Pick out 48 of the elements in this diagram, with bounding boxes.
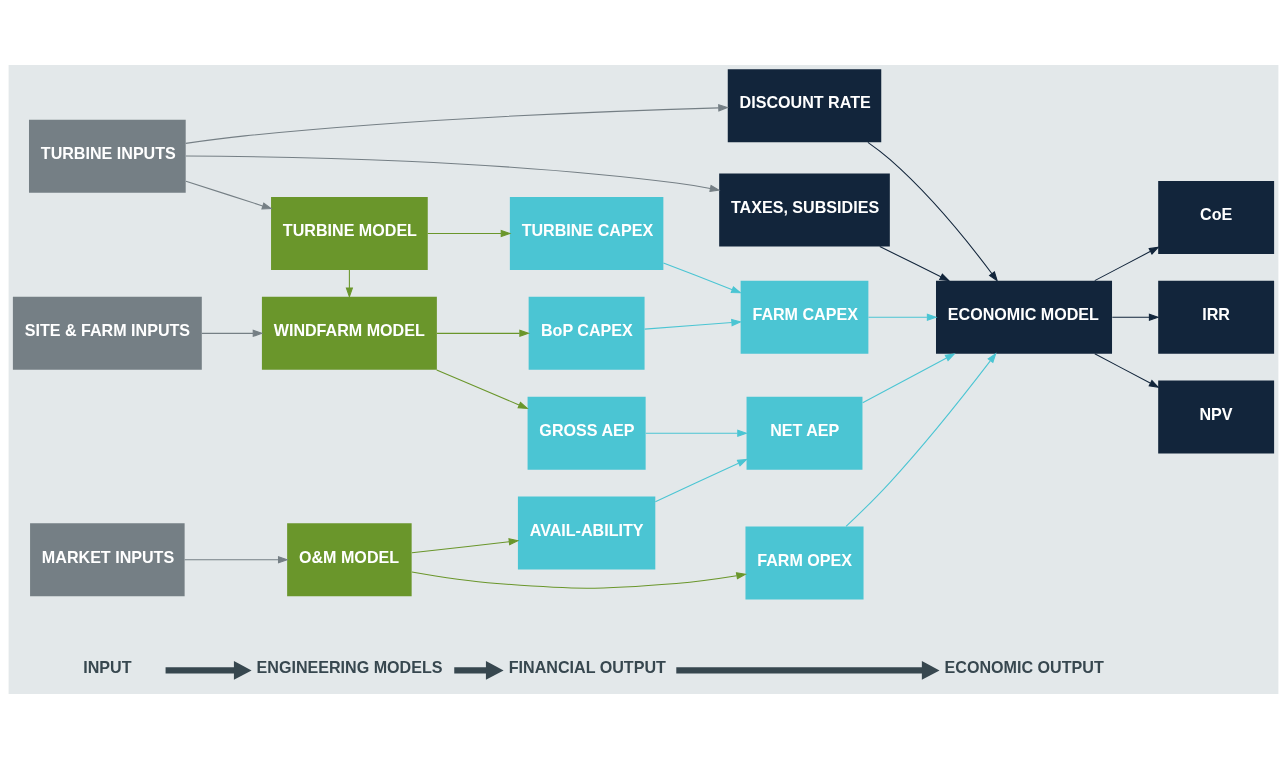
arrow bbox=[165, 660, 252, 680]
arrow bbox=[862, 352, 956, 403]
node-box: NPV bbox=[1158, 380, 1275, 454]
arrow bbox=[1111, 313, 1160, 321]
arrow bbox=[185, 103, 729, 144]
node-text: ENGINEERING MODELS bbox=[256, 657, 443, 676]
arrow bbox=[436, 329, 531, 337]
node-text: INPUT bbox=[83, 657, 132, 676]
arrow bbox=[436, 368, 529, 409]
node-box: NET AEP bbox=[746, 396, 863, 470]
node-box: SITE & FARM INPUTS bbox=[12, 296, 202, 370]
node-box: FARM CAPEX bbox=[740, 280, 869, 354]
arrow bbox=[644, 318, 743, 330]
node-box: MARKET INPUTS bbox=[30, 522, 185, 596]
node-box: TURBINE INPUTS bbox=[29, 119, 186, 193]
arrow bbox=[662, 261, 742, 293]
node-box: TAXES, SUBSIDIES bbox=[719, 172, 890, 246]
arrow bbox=[411, 570, 747, 589]
arrow bbox=[645, 428, 748, 437]
node-box: DISCOUNT RATE bbox=[727, 68, 882, 142]
arrow bbox=[879, 245, 951, 281]
node-box: CoE bbox=[1158, 180, 1275, 254]
arrow bbox=[201, 329, 264, 337]
node-box: IRR bbox=[1158, 280, 1275, 354]
arrow bbox=[185, 154, 721, 192]
node-box: TURBINE CAPEX bbox=[509, 196, 664, 270]
node-box: ECONOMIC MODEL bbox=[936, 280, 1113, 354]
node-box: WINDFARM MODEL bbox=[261, 296, 437, 370]
node-box: TURBINE MODEL bbox=[271, 196, 428, 270]
node-box: GROSS AEP bbox=[527, 396, 646, 470]
node-text: FINANCIAL OUTPUT bbox=[508, 657, 666, 676]
node-box: BoP CAPEX bbox=[528, 296, 645, 370]
arrow bbox=[654, 458, 748, 502]
arrow bbox=[427, 229, 512, 237]
arrow bbox=[845, 352, 997, 527]
arrow bbox=[454, 660, 504, 680]
arrow bbox=[1094, 352, 1160, 388]
node-box: AVAIL-ABILITY bbox=[517, 496, 656, 569]
node-text: ECONOMIC OUTPUT bbox=[944, 657, 1104, 676]
arrow bbox=[184, 555, 289, 564]
arrow bbox=[867, 141, 999, 282]
arrow bbox=[185, 180, 273, 209]
arrow bbox=[867, 313, 938, 321]
node-box: FARM OPEX bbox=[745, 526, 864, 600]
arrow bbox=[676, 660, 940, 680]
arrow bbox=[411, 537, 520, 553]
arrow bbox=[1094, 246, 1160, 281]
node-box: O&M MODEL bbox=[287, 522, 412, 596]
